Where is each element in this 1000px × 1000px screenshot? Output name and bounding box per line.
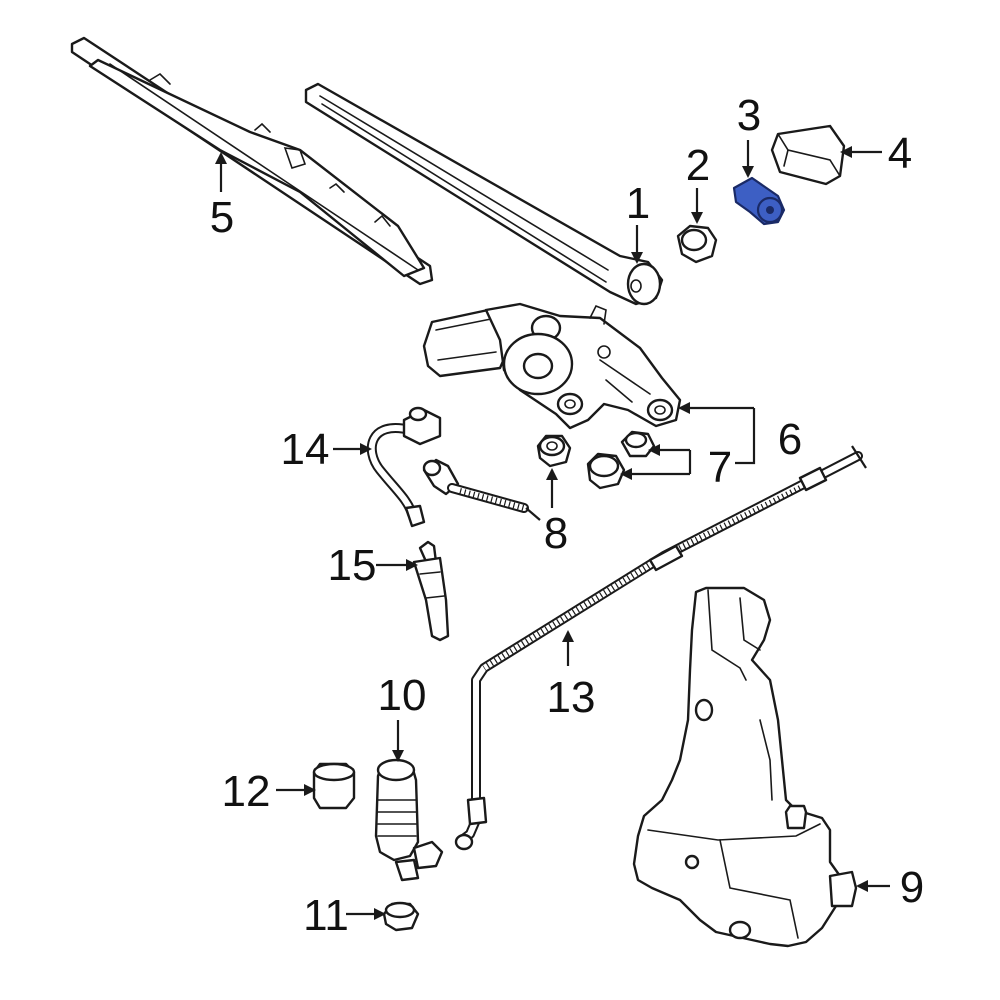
washer-reservoir-9[interactable] (632, 586, 858, 948)
grommet-8[interactable] (536, 434, 572, 468)
callout-14: 14 (281, 425, 330, 474)
callout-1: 1 (626, 179, 650, 228)
leader-lines (215, 140, 890, 920)
wiper-arm-1[interactable] (304, 82, 664, 306)
callout-11: 11 (303, 891, 349, 940)
washer-connector-hose[interactable] (422, 458, 529, 513)
callout-5: 5 (210, 193, 234, 242)
washer-pump-10[interactable] (374, 758, 444, 882)
grommet-7b[interactable] (586, 452, 626, 490)
wiper-motor-6[interactable] (422, 302, 682, 430)
washer-hose-14[interactable] (366, 406, 442, 528)
callout-13: 13 (547, 673, 596, 722)
pump-grommet-12[interactable] (312, 762, 356, 810)
callout-9: 9 (900, 863, 924, 912)
cap-3-highlighted[interactable] (732, 176, 786, 226)
callout-15: 15 (328, 541, 377, 590)
wiper-blade-5[interactable] (70, 36, 434, 286)
callout-2: 2 (686, 141, 710, 190)
callout-10: 10 (378, 671, 427, 720)
clip-11[interactable] (382, 901, 420, 932)
nut-2[interactable] (676, 224, 718, 264)
callout-8: 8 (544, 509, 568, 558)
washer-nozzle-15[interactable] (412, 540, 450, 642)
callout-4: 4 (888, 129, 912, 178)
callout-3: 3 (737, 91, 761, 140)
washer-hose-13[interactable] (454, 445, 867, 851)
grommet-7a[interactable] (620, 430, 656, 458)
callout-6: 6 (778, 415, 802, 464)
callout-12: 12 (222, 767, 271, 816)
callout-7: 7 (708, 443, 732, 492)
callout-labels: 1 2 3 4 5 6 7 8 9 10 11 12 13 14 15 (210, 91, 924, 940)
cover-4[interactable] (770, 124, 846, 186)
